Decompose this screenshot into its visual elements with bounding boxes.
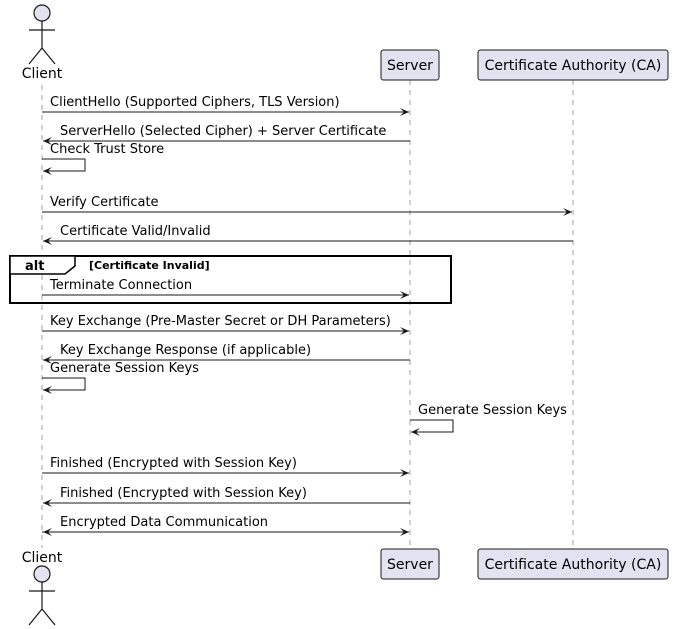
message-label: Finished (Encrypted with Session Key) bbox=[50, 456, 297, 471]
message: ClientHello (Supported Ciphers, TLS Vers… bbox=[42, 95, 409, 113]
message: Key Exchange Response (if applicable) bbox=[43, 343, 410, 361]
message: Encrypted Data Communication bbox=[42, 515, 409, 533]
message: Generate Session Keys bbox=[410, 403, 567, 433]
message: ServerHello (Selected Cipher) + Server C… bbox=[43, 124, 410, 142]
message: Finished (Encrypted with Session Key) bbox=[42, 456, 409, 474]
message-label: Key Exchange (Pre-Master Secret or DH Pa… bbox=[50, 314, 391, 329]
message-label: Key Exchange Response (if applicable) bbox=[60, 343, 311, 358]
message-label: Generate Session Keys bbox=[50, 361, 199, 376]
arrow-head-icon bbox=[43, 386, 52, 394]
client-actor-head-bottom-icon bbox=[33, 565, 51, 583]
arrow-head-icon bbox=[400, 469, 409, 477]
server-label-bottom: Server bbox=[387, 557, 433, 573]
self-message-arrow bbox=[42, 377, 86, 391]
message: Certificate Valid/Invalid bbox=[43, 224, 573, 242]
client-label-top: Client bbox=[22, 66, 63, 82]
message: Terminate Connection bbox=[42, 278, 409, 296]
alt-condition: [Certificate Invalid] bbox=[89, 259, 210, 272]
client-actor-body-icon bbox=[28, 21, 56, 65]
arrow-head-icon bbox=[43, 356, 52, 364]
arrow-head-icon bbox=[43, 237, 52, 245]
message: Check Trust Store bbox=[42, 142, 164, 172]
message: Key Exchange (Pre-Master Secret or DH Pa… bbox=[42, 314, 409, 332]
message-label: Check Trust Store bbox=[50, 142, 164, 157]
arrow-head-icon bbox=[43, 137, 52, 145]
message-label: Terminate Connection bbox=[49, 278, 192, 293]
ca-label-top: Certificate Authority (CA) bbox=[485, 58, 662, 74]
client-actor-body-bottom-icon bbox=[28, 582, 56, 626]
message-label: Generate Session Keys bbox=[418, 403, 567, 418]
ca-box-top: Certificate Authority (CA) bbox=[477, 49, 669, 81]
self-message-arrow bbox=[42, 158, 86, 172]
message: Finished (Encrypted with Session Key) bbox=[43, 486, 410, 504]
messages-group: ClientHello (Supported Ciphers, TLS Vers… bbox=[42, 95, 573, 536]
client-actor-bottom: Client bbox=[22, 550, 63, 626]
message-label: Encrypted Data Communication bbox=[60, 515, 268, 530]
message-label: ServerHello (Selected Cipher) + Server C… bbox=[60, 124, 386, 139]
alt-keyword: alt bbox=[25, 259, 44, 274]
message: Generate Session Keys bbox=[42, 361, 199, 391]
alt-frame bbox=[9, 255, 452, 304]
arrow-head-icon bbox=[400, 327, 409, 335]
arrow-head-icon bbox=[563, 208, 572, 216]
arrow-head-icon bbox=[411, 428, 420, 436]
message-label: Certificate Valid/Invalid bbox=[60, 224, 211, 239]
message-label: Finished (Encrypted with Session Key) bbox=[60, 486, 307, 501]
client-actor-top: Client bbox=[22, 4, 63, 82]
arrow-head-icon bbox=[43, 167, 52, 175]
arrow-head-icon bbox=[43, 528, 52, 536]
self-message-arrow bbox=[410, 419, 454, 433]
server-box-top: Server bbox=[380, 49, 440, 81]
message-label: Verify Certificate bbox=[50, 195, 159, 210]
server-label-top: Server bbox=[387, 58, 433, 74]
arrow-head-icon bbox=[400, 528, 409, 536]
client-actor-head-icon bbox=[33, 4, 51, 22]
alt-fragment: alt [Certificate Invalid] bbox=[9, 255, 452, 304]
client-label-bottom: Client bbox=[22, 550, 63, 566]
alt-tab bbox=[9, 255, 76, 275]
message-label: ClientHello (Supported Ciphers, TLS Vers… bbox=[50, 95, 340, 110]
ca-label-bottom: Certificate Authority (CA) bbox=[485, 557, 662, 573]
arrow-head-icon bbox=[400, 108, 409, 116]
ca-box-bottom: Certificate Authority (CA) bbox=[477, 548, 669, 580]
server-box-bottom: Server bbox=[380, 548, 440, 580]
message: Verify Certificate bbox=[42, 195, 572, 213]
arrow-head-icon bbox=[400, 291, 409, 299]
arrow-head-icon bbox=[43, 499, 52, 507]
